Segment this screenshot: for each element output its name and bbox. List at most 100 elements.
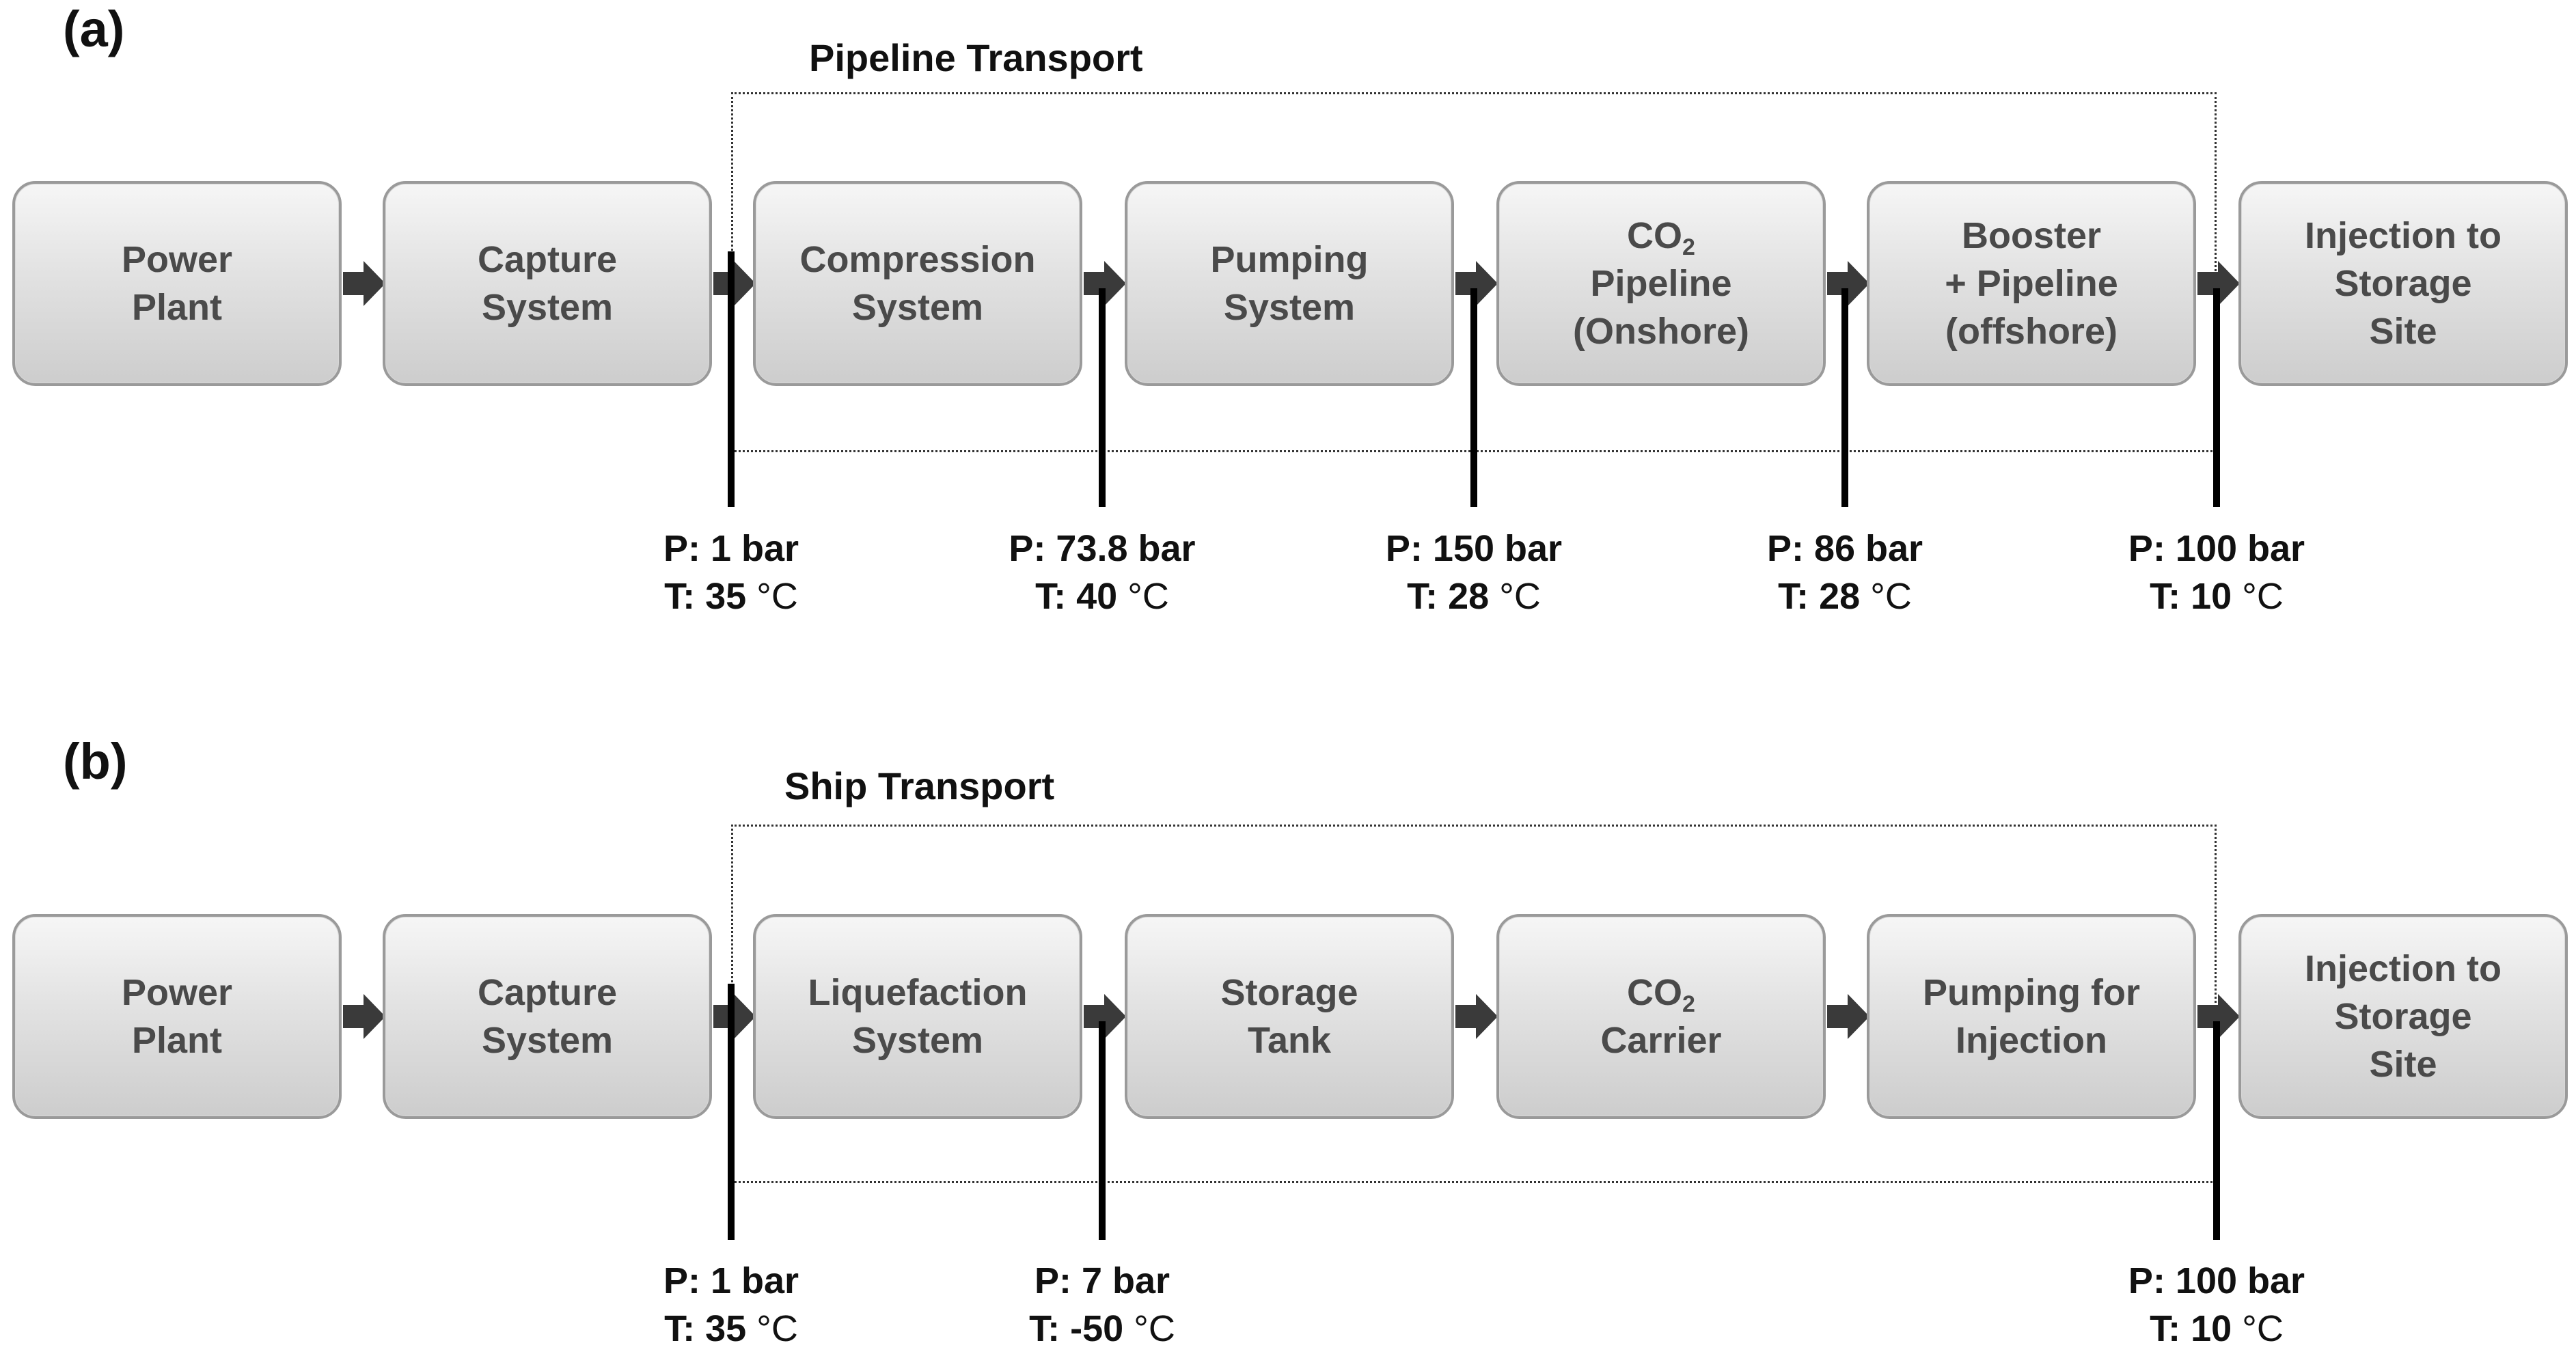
process-step-line: Pipeline [1590,263,1732,304]
section-title: Ship Transport [784,764,1055,807]
process-step-line: Storage [1220,972,1358,1013]
temperature-value: T: 35 °C [601,1305,861,1353]
temperature-unit: °C [1860,576,1912,617]
temperature-number: T: 10 [2150,1308,2232,1349]
condition-marker-line [1841,288,1848,507]
pressure-value: P: 100 bar [2128,528,2305,569]
right-arrow-icon [343,994,385,1039]
right-arrow-icon [1827,261,1869,306]
process-step-line: Injection [1955,1020,2107,1061]
right-arrow-icon [713,261,756,306]
temperature-unit: °C [746,576,798,617]
process-step-label: Booster+ Pipeline(offshore) [1945,212,2118,355]
temperature-value: T: 10 °C [2087,1305,2346,1353]
temperature-unit: °C [746,1308,798,1349]
process-step-line: Pumping [1210,239,1369,280]
temperature-value: T: 28 °C [1344,572,1604,620]
temperature-unit: °C [2232,576,2284,617]
process-step-line: System [851,287,984,328]
temperature-value: T: 35 °C [601,572,861,620]
right-arrow-icon [1827,994,1869,1039]
temperature-value: T: 40 °C [972,572,1232,620]
process-step-line: Storage [2334,263,2472,304]
process-step-line: System [481,1020,614,1061]
condition-marker-line [2213,1021,2220,1240]
right-arrow-icon [1455,261,1498,306]
process-step-line: Site [2369,311,2437,352]
process-step-line: Compression [799,239,1036,280]
process-step-line: Tank [1247,1020,1332,1061]
condition-marker-line [1099,1021,1106,1240]
right-arrow-icon [1084,994,1126,1039]
pressure-value: P: 1 bar [663,528,799,569]
right-arrow-icon [2197,261,2240,306]
condition-marker-line [2213,288,2220,507]
process-step-line: System [851,1020,984,1061]
condition-marker-line [1470,288,1477,507]
process-step-line: Booster [1961,215,2101,256]
process-step-line: Storage [2334,996,2472,1037]
panel-label: (a) [63,1,125,57]
process-step-line: CO2 [1627,972,1695,1017]
temperature-unit: °C [2232,1308,2284,1349]
process-step-line: Site [2369,1044,2437,1085]
process-step-line: (offshore) [1945,311,2118,352]
pressure-value: P: 1 bar [663,1260,799,1301]
process-step-line: System [1223,287,1356,328]
process-step-line: Liquefaction [808,972,1028,1013]
process-step-line: Power [121,239,233,280]
temperature-value: T: 28 °C [1715,572,1975,620]
process-step-line: Injection to [2305,215,2502,256]
temperature-unit: °C [1123,1308,1175,1349]
process-step-line: Carrier [1600,1020,1722,1061]
temperature-number: T: -50 [1029,1308,1124,1349]
process-step-line: Capture [477,972,618,1013]
panel-label: (b) [63,733,128,790]
temperature-value: T: 10 °C [2087,572,2346,620]
process-step-line: Power [121,972,233,1013]
process-step-line: Plant [131,287,223,328]
temperature-number: T: 35 [664,576,747,617]
temperature-unit: °C [1489,576,1541,617]
temperature-number: T: 28 [1407,576,1490,617]
section-title: Pipeline Transport [809,36,1143,79]
process-step-box: Booster+ Pipeline(offshore) [1867,181,2196,386]
temperature-number: T: 28 [1778,576,1861,617]
right-arrow-icon [343,261,385,306]
temperature-unit: °C [1117,576,1169,617]
pressure-value: P: 150 bar [1385,528,1563,569]
pressure-value: P: 86 bar [1766,528,1923,569]
process-step-line: Capture [477,239,618,280]
condition-marker-line [1099,288,1106,507]
process-step-line: (Onshore) [1572,311,1749,352]
condition-marker-line [728,251,735,507]
process-step-line: Injection to [2305,948,2502,989]
